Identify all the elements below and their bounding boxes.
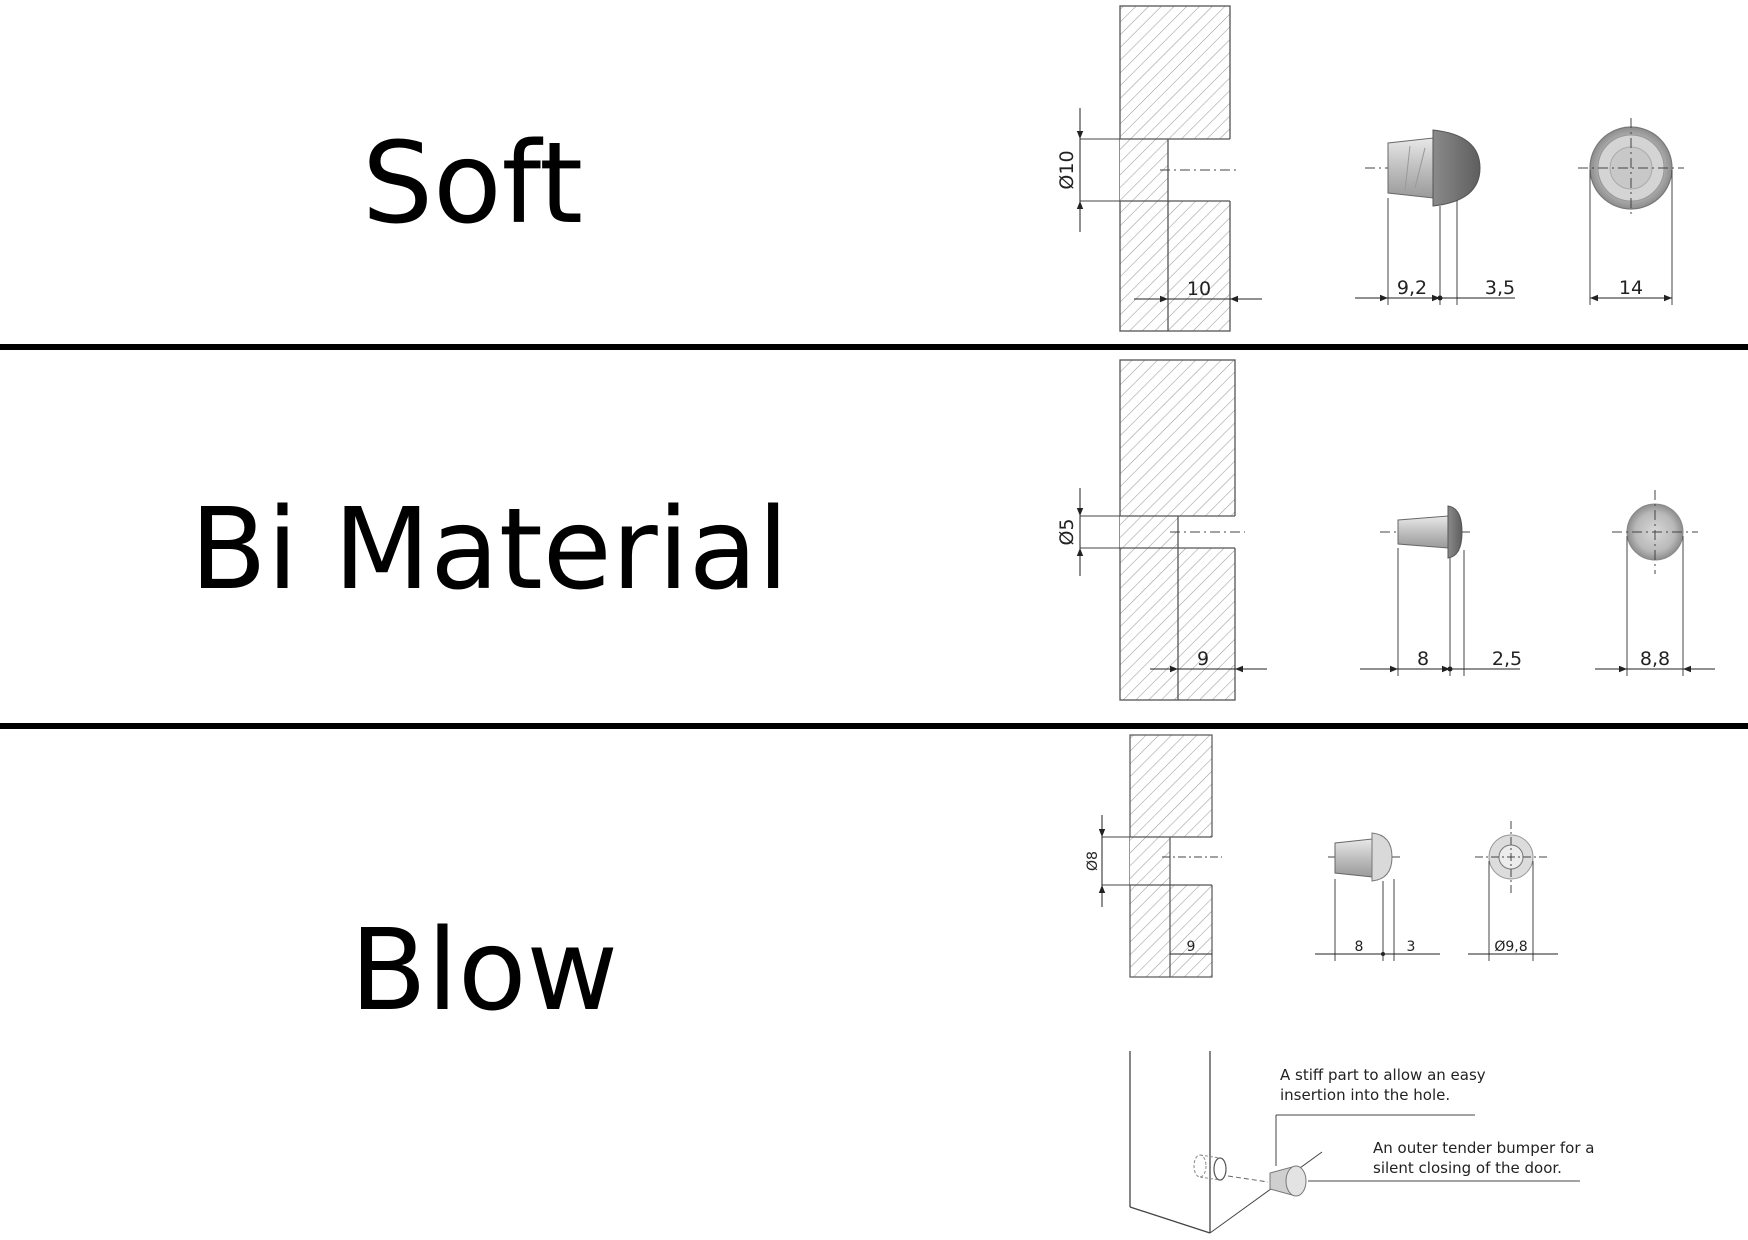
bumper-side-view: 8 2,5 [1360, 505, 1522, 676]
panel-cross-section [1119, 5, 1248, 332]
hole-diameter-label: Ø8 [1085, 851, 1101, 871]
stiff-part-callout-line2: insertion into the hole. [1280, 1086, 1450, 1104]
divider-2 [0, 723, 1748, 729]
section-soft: Soft Ø10 10 [0, 0, 1748, 345]
panel-cross-section [1119, 359, 1250, 701]
bumper-length-label: 9,2 [1397, 277, 1427, 299]
bumper-callout-line2: silent closing of the door. [1373, 1159, 1562, 1177]
installation-illustration [1129, 1051, 1580, 1234]
bumper-side-view: 8 3 [1315, 832, 1440, 961]
soft-drawing: Ø10 10 9,2 3,5 [1056, 5, 1684, 332]
divider-1 [0, 344, 1748, 350]
hole-diameter-label: Ø5 [1056, 518, 1078, 545]
stiff-part-callout-line1: A stiff part to allow an easy [1280, 1066, 1486, 1084]
bumper-front-view: Ø9,8 [1468, 821, 1558, 961]
section-title: Bi Material [190, 485, 789, 615]
blow-drawing: Ø8 9 8 3 Ø9,8 [1085, 734, 1594, 1234]
section-blow: Blow Ø8 9 8 3 [0, 729, 1748, 1240]
bumper-diameter-label: 14 [1619, 277, 1643, 299]
bumper-callout-line1: An outer tender bumper for a [1373, 1139, 1594, 1157]
bi-material-drawing: Ø5 9 8 2,5 8,8 [1056, 359, 1715, 701]
bumper-length-label: 8 [1417, 648, 1429, 670]
hole-depth-label: 9 [1187, 939, 1196, 955]
bumper-head-label: 3,5 [1485, 277, 1515, 299]
section-bi-material: Bi Material Ø5 9 [0, 350, 1748, 724]
hole-depth-label: 9 [1197, 648, 1209, 670]
hole-diameter-label: Ø10 [1056, 150, 1078, 189]
panel-cross-section [1129, 734, 1222, 978]
hole-depth-label: 10 [1187, 278, 1211, 300]
bumper-diameter-label: Ø9,8 [1494, 939, 1527, 955]
bumper-length-label: 8 [1355, 939, 1364, 955]
bumper-side-view: 9,2 3,5 [1355, 129, 1515, 305]
bumper-head-label: 3 [1407, 939, 1416, 955]
bumper-head-label: 2,5 [1492, 648, 1522, 670]
bumper-front-view: 8,8 [1595, 490, 1715, 676]
section-title: Blow [350, 906, 619, 1036]
bumper-diameter-label: 8,8 [1640, 648, 1670, 670]
section-title: Soft [362, 119, 583, 249]
bumper-front-view: 14 [1578, 118, 1684, 305]
